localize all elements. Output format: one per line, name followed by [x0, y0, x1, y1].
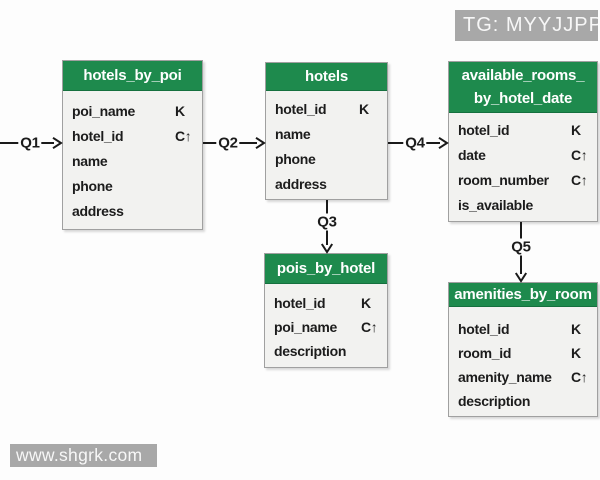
watermark: www.shgrk.com — [10, 444, 157, 467]
field-name: phone — [275, 150, 316, 167]
field-name: is_available — [458, 196, 534, 213]
field-name: description — [458, 393, 531, 409]
field-key: K — [359, 100, 369, 117]
field-key: C↑ — [571, 369, 588, 385]
field-row: poi_name C↑ — [265, 315, 387, 339]
table-title-line-2: by_hotel_date — [473, 90, 573, 107]
field-row: address — [266, 171, 387, 196]
field-key: K — [175, 102, 185, 119]
field-row: amenity_name C↑ — [449, 365, 597, 389]
field-name: address — [72, 202, 124, 219]
field-row: hotel_id K — [266, 96, 387, 121]
field-row: description — [449, 389, 597, 413]
field-name: hotel_id — [274, 295, 326, 311]
query-label: Q4 — [403, 134, 427, 152]
tag-overlay-label: TG: MYYJJPP — [455, 10, 598, 41]
field-name: poi_name — [72, 102, 135, 119]
field-row: address — [63, 198, 202, 223]
field-name: room_number — [458, 171, 549, 188]
field-row: name — [266, 121, 387, 146]
query-label: Q2 — [216, 134, 240, 152]
field-name: name — [72, 152, 108, 169]
table-title: amenities_by_room — [449, 283, 597, 307]
field-key: K — [361, 295, 371, 311]
query-label: Q1 — [18, 134, 42, 152]
field-name: hotel_id — [458, 121, 510, 138]
field-key: C↑ — [175, 127, 192, 144]
field-row: hotel_id K — [265, 291, 387, 315]
field-row: name — [63, 148, 202, 173]
field-row: hotel_id C↑ — [63, 123, 202, 148]
field-key: C↑ — [571, 146, 588, 163]
table-title: hotels_by_poi — [63, 61, 202, 91]
table-title: hotels — [266, 63, 387, 91]
field-name: hotel_id — [458, 321, 510, 337]
table-fields: hotel_id K room_id K amenity_name C↑ des… — [449, 307, 597, 413]
field-name: room_id — [458, 345, 512, 361]
field-name: hotel_id — [72, 127, 124, 144]
arrow-q2: Q2 — [203, 134, 266, 152]
arrow-q1: Q1 — [0, 134, 63, 152]
table-fields: hotel_id K poi_name C↑ description — [265, 284, 387, 363]
field-row: is_available — [449, 192, 597, 217]
table-amenities-by-room: amenities_by_room hotel_id K room_id K a… — [448, 282, 598, 417]
arrow-q3: Q3 — [315, 200, 339, 254]
table-fields: poi_name K hotel_id C↑ name phone addres… — [63, 91, 202, 223]
field-key: C↑ — [361, 319, 378, 335]
query-label: Q3 — [315, 213, 339, 231]
table-title-line-1: available_rooms_ — [461, 67, 585, 84]
table-title: available_rooms_ by_hotel_date — [449, 62, 597, 113]
field-name: phone — [72, 177, 113, 194]
field-row: room_id K — [449, 341, 597, 365]
arrow-q5: Q5 — [509, 222, 533, 283]
field-row: hotel_id K — [449, 117, 597, 142]
table-pois-by-hotel: pois_by_hotel hotel_id K poi_name C↑ des… — [264, 253, 388, 368]
field-row: phone — [266, 146, 387, 171]
arrow-q4: Q4 — [388, 134, 449, 152]
table-fields: hotel_id K date C↑ room_number C↑ is_ava… — [449, 113, 597, 217]
query-label: Q5 — [509, 238, 533, 256]
field-key: K — [571, 345, 581, 361]
field-name: hotel_id — [275, 100, 327, 117]
field-row: date C↑ — [449, 142, 597, 167]
field-key: K — [571, 321, 581, 337]
field-name: name — [275, 125, 311, 142]
field-name: description — [274, 343, 347, 359]
table-hotels-by-poi: hotels_by_poi poi_name K hotel_id C↑ nam… — [62, 60, 203, 230]
table-available-rooms-by-hotel-date: available_rooms_ by_hotel_date hotel_id … — [448, 61, 598, 222]
field-key: K — [571, 121, 581, 138]
table-fields: hotel_id K name phone address — [266, 91, 387, 196]
field-row: poi_name K — [63, 98, 202, 123]
field-row: room_number C↑ — [449, 167, 597, 192]
field-row: description — [265, 339, 387, 363]
field-name: amenity_name — [458, 369, 552, 385]
field-name: address — [275, 175, 327, 192]
table-hotels: hotels hotel_id K name phone address — [265, 62, 388, 200]
field-row: hotel_id K — [449, 317, 597, 341]
table-title: pois_by_hotel — [265, 254, 387, 284]
field-name: poi_name — [274, 319, 337, 335]
field-name: date — [458, 146, 486, 163]
field-key: C↑ — [571, 171, 588, 188]
field-row: phone — [63, 173, 202, 198]
